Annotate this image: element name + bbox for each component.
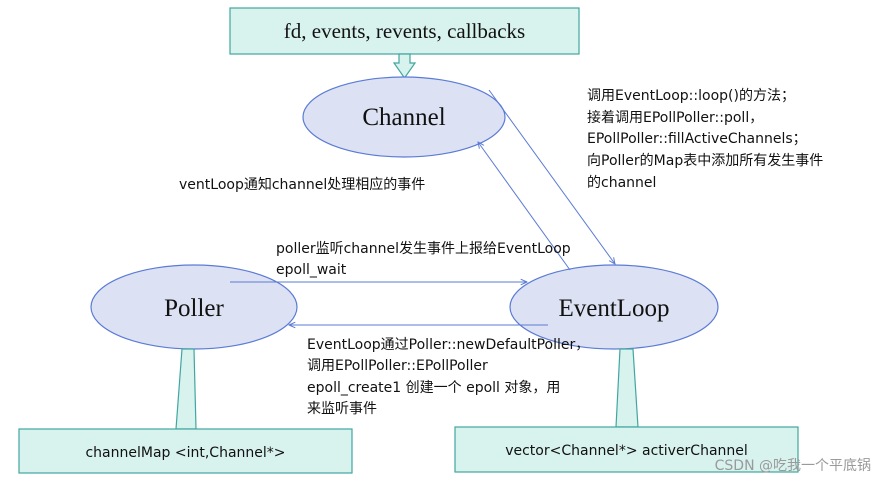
- arrow-eventloop-to-channel: [478, 142, 571, 271]
- channel-fields-down-arrow: [392, 53, 417, 80]
- annotation-line: EventLoop通过Poller::newDefaultPoller，: [307, 337, 589, 353]
- annotation-poller-report: poller监听channel发生事件上报给EventLoop epoll_wa…: [276, 241, 571, 278]
- annotation-line: epoll_wait: [276, 262, 347, 278]
- arrow-channel-to-eventloop: [488, 89, 615, 264]
- annotation-line: 向Poller的Map表中添加所有发生事件: [587, 153, 823, 169]
- poller-connector: [175, 348, 197, 430]
- channel-fields-label: fd, events, revents, callbacks: [284, 19, 525, 43]
- annotation-notify-channel: ventLoop通知channel处理相应的事件: [179, 176, 425, 193]
- annotation-line: epoll_create1 创建一个 epoll 对象，用: [307, 380, 560, 396]
- annotation-line: 调用EventLoop::loop()的方法；: [587, 88, 795, 104]
- channel-node: [302, 76, 506, 158]
- poller-node-label: Poller: [164, 295, 224, 322]
- channel-fields-box: [229, 7, 580, 55]
- channel-map-box: [18, 428, 353, 474]
- channel-map-label: channelMap <int,Channel*>: [85, 445, 285, 461]
- watermark: CSDN @吃我一个平底锅: [715, 458, 871, 474]
- annotation-create-poller: EventLoop通过Poller::newDefaultPoller， 调用E…: [307, 337, 589, 417]
- annotation-line: 的channel: [587, 175, 656, 191]
- channel-node-label: Channel: [362, 104, 445, 131]
- eventloop-connector: [615, 348, 639, 428]
- annotation-line: 来监听事件: [307, 401, 377, 417]
- active-channels-label: vector<Channel*> activerChannel: [505, 443, 748, 459]
- active-channels-box: [454, 426, 799, 473]
- eventloop-node: [509, 264, 719, 350]
- annotation-line: 接着调用EPollPoller::poll，: [587, 109, 763, 126]
- annotation-line: 调用EPollPoller::EPollPoller: [307, 358, 488, 374]
- eventloop-node-label: EventLoop: [558, 295, 669, 322]
- annotation-line: poller监听channel发生事件上报给EventLoop: [276, 241, 571, 257]
- annotation-loop-to-channel: 调用EventLoop::loop()的方法； 接着调用EPollPoller:…: [587, 88, 823, 191]
- annotation-line: EPollPoller::fillActiveChannels；: [587, 131, 807, 147]
